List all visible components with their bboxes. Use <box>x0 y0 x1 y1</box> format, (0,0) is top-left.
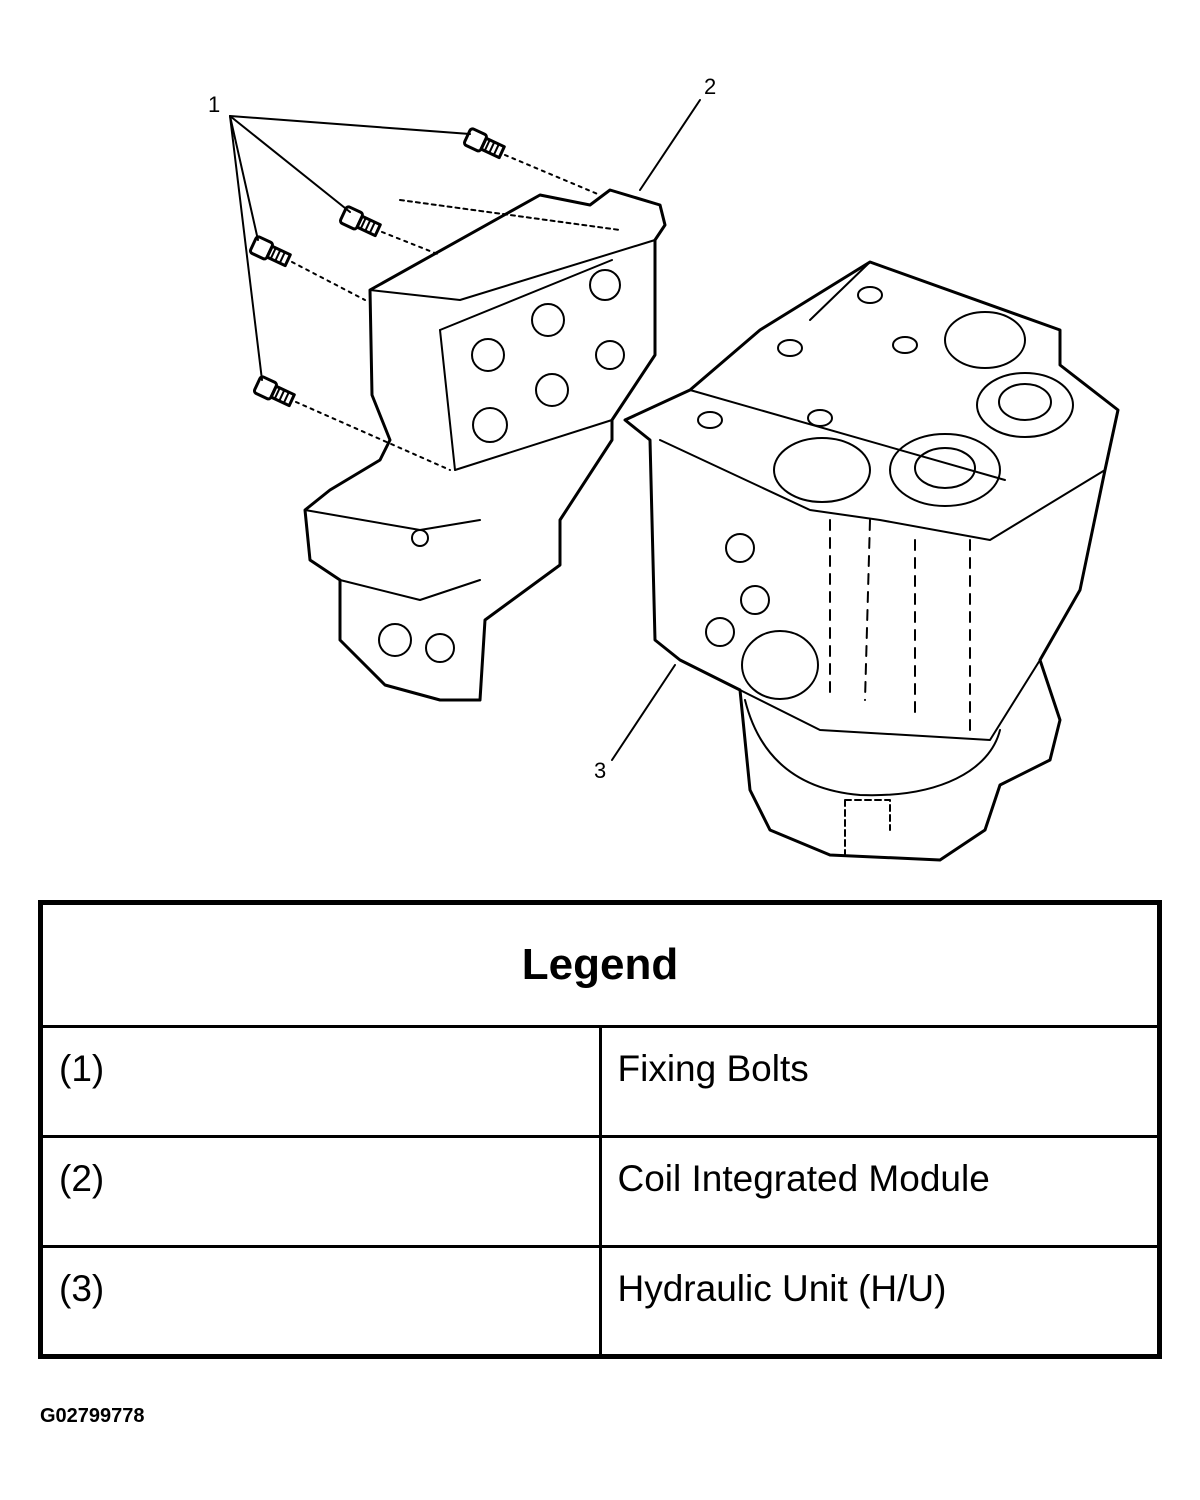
legend-row-number: (3) <box>39 1245 602 1358</box>
coil-integrated-module <box>303 188 667 702</box>
legend-table: Legend (1) Fixing Bolts (2) Coil Integra… <box>38 900 1162 1359</box>
figure-id: G02799778 <box>40 1405 145 1427</box>
callout-3-label: 3 <box>594 758 606 783</box>
callout-2-leader <box>639 99 701 191</box>
callout-2-label: 2 <box>704 74 716 99</box>
callout-1-label: 1 <box>208 92 220 117</box>
legend-row-number: (2) <box>39 1135 602 1248</box>
legend-row-label: Coil Integrated Module <box>598 1135 1161 1248</box>
hydraulic-unit <box>623 260 1120 862</box>
bolt-paths <box>291 154 601 471</box>
legend-title: Legend <box>39 901 1161 1028</box>
fixing-bolts <box>248 127 506 408</box>
legend-row-number: (1) <box>39 1025 602 1138</box>
callout-3-leader <box>611 664 676 761</box>
legend-row: (3) Hydraulic Unit (H/U) <box>39 1245 1161 1358</box>
legend-row-label: Hydraulic Unit (H/U) <box>598 1245 1161 1358</box>
legend-row: (1) Fixing Bolts <box>39 1025 1161 1138</box>
callout-1-leaders <box>229 115 471 381</box>
legend-row-label: Fixing Bolts <box>598 1025 1161 1138</box>
exploded-view-drawing: 1 2 3 <box>208 74 1120 862</box>
legend-row: (2) Coil Integrated Module <box>39 1135 1161 1248</box>
